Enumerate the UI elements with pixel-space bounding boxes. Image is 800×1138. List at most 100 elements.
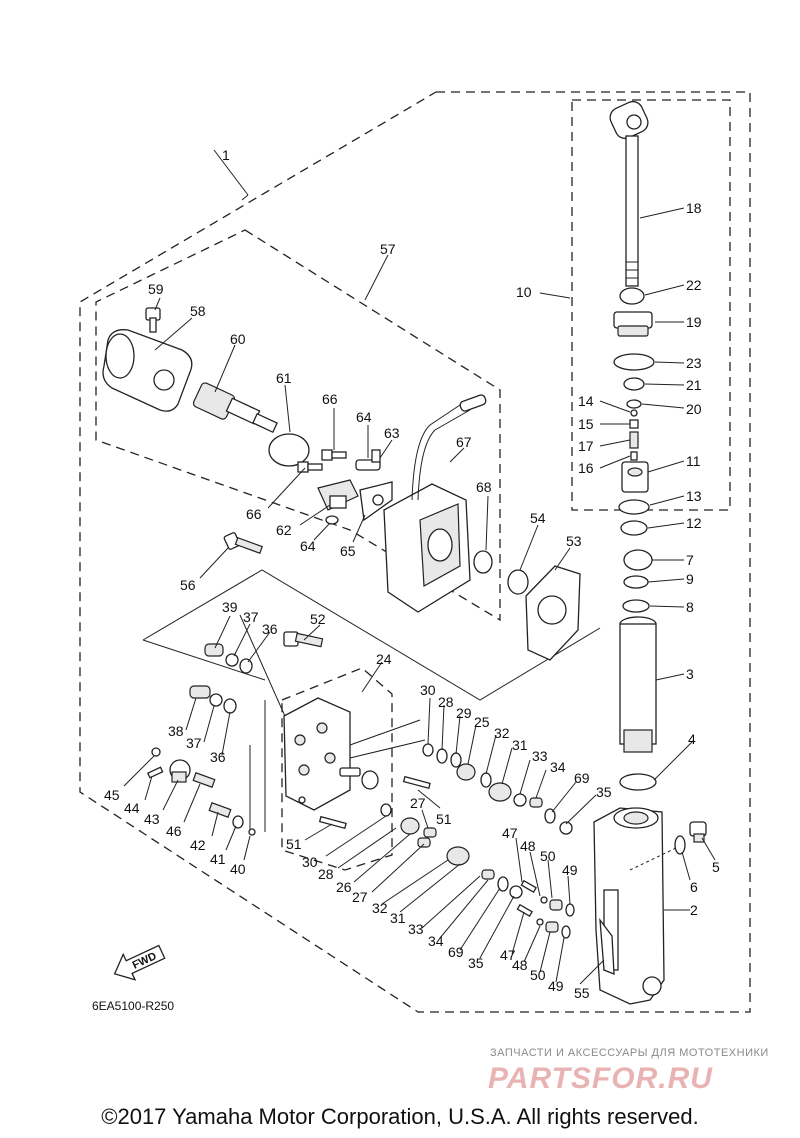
callout-34b[interactable]: 34 bbox=[428, 933, 444, 949]
callout-28a[interactable]: 28 bbox=[438, 694, 454, 710]
callout-1[interactable]: 1 bbox=[222, 147, 230, 163]
callout-20[interactable]: 20 bbox=[686, 401, 702, 417]
callout-10[interactable]: 10 bbox=[516, 284, 532, 300]
callout-38[interactable]: 38 bbox=[168, 723, 184, 739]
callout-48a[interactable]: 48 bbox=[520, 838, 536, 854]
pin-51-upper bbox=[402, 775, 431, 790]
callout-48b[interactable]: 48 bbox=[512, 957, 528, 973]
callout-69b[interactable]: 69 bbox=[448, 944, 464, 960]
callout-37a[interactable]: 37 bbox=[243, 609, 259, 625]
callout-28b[interactable]: 28 bbox=[318, 866, 334, 882]
callout-62[interactable]: 62 bbox=[276, 522, 292, 538]
callout-64a[interactable]: 64 bbox=[356, 409, 372, 425]
callout-50b[interactable]: 50 bbox=[530, 967, 546, 983]
callout-51b[interactable]: 51 bbox=[286, 836, 302, 852]
callout-11[interactable]: 11 bbox=[686, 453, 701, 469]
callout-68[interactable]: 68 bbox=[476, 479, 492, 495]
callout-19[interactable]: 19 bbox=[686, 314, 702, 330]
callout-34a[interactable]: 34 bbox=[550, 759, 566, 775]
callout-58[interactable]: 58 bbox=[190, 303, 206, 319]
callout-33a[interactable]: 33 bbox=[532, 748, 548, 764]
callout-30a[interactable]: 30 bbox=[420, 682, 436, 698]
callout-8[interactable]: 8 bbox=[686, 599, 694, 615]
washer-28-upper bbox=[436, 748, 448, 764]
callout-53[interactable]: 53 bbox=[566, 533, 582, 549]
callout-67[interactable]: 67 bbox=[456, 434, 472, 450]
spring-64-lower bbox=[325, 515, 339, 525]
callout-3[interactable]: 3 bbox=[686, 666, 694, 682]
callout-47a[interactable]: 47 bbox=[502, 825, 518, 841]
callout-27b[interactable]: 27 bbox=[352, 889, 368, 905]
callout-49b[interactable]: 49 bbox=[548, 978, 564, 994]
callout-26[interactable]: 26 bbox=[336, 879, 352, 895]
plug-43 bbox=[169, 759, 191, 783]
callout-64b[interactable]: 64 bbox=[300, 538, 316, 554]
callout-54[interactable]: 54 bbox=[530, 510, 546, 526]
callout-55[interactable]: 55 bbox=[574, 985, 590, 1001]
callout-49a[interactable]: 49 bbox=[562, 862, 578, 878]
callout-16[interactable]: 16 bbox=[578, 460, 594, 476]
callout-51a[interactable]: 51 bbox=[436, 811, 452, 827]
callout-36a[interactable]: 36 bbox=[262, 621, 278, 637]
callout-7[interactable]: 7 bbox=[686, 552, 694, 568]
callout-45[interactable]: 45 bbox=[104, 787, 120, 803]
callout-31a[interactable]: 31 bbox=[512, 737, 528, 753]
callout-27a[interactable]: 27 bbox=[410, 795, 426, 811]
callout-2[interactable]: 2 bbox=[690, 902, 698, 918]
ball-48-lower bbox=[536, 918, 544, 926]
callout-36b[interactable]: 36 bbox=[210, 749, 226, 765]
callout-29[interactable]: 29 bbox=[456, 705, 472, 721]
callout-14[interactable]: 14 bbox=[578, 393, 594, 409]
callout-33b[interactable]: 33 bbox=[408, 921, 424, 937]
ring-35-upper bbox=[559, 821, 573, 835]
callout-63[interactable]: 63 bbox=[384, 425, 400, 441]
washer-22 bbox=[619, 287, 645, 305]
callout-35b[interactable]: 35 bbox=[468, 955, 484, 971]
callout-42[interactable]: 42 bbox=[190, 837, 206, 853]
callout-5[interactable]: 5 bbox=[712, 859, 720, 875]
callout-69a[interactable]: 69 bbox=[574, 770, 590, 786]
fwd-arrow[interactable]: FWD bbox=[109, 939, 168, 986]
callout-44[interactable]: 44 bbox=[124, 800, 140, 816]
callout-60[interactable]: 60 bbox=[230, 331, 246, 347]
callout-12[interactable]: 12 bbox=[686, 515, 702, 531]
callout-40[interactable]: 40 bbox=[230, 861, 246, 877]
callout-9[interactable]: 9 bbox=[686, 571, 694, 587]
callout-37b[interactable]: 37 bbox=[186, 735, 202, 751]
callout-22[interactable]: 22 bbox=[686, 277, 702, 293]
callout-32b[interactable]: 32 bbox=[372, 900, 388, 916]
callout-4[interactable]: 4 bbox=[688, 731, 696, 747]
callout-6[interactable]: 6 bbox=[690, 879, 698, 895]
callout-39[interactable]: 39 bbox=[222, 599, 238, 615]
ball-14 bbox=[630, 409, 638, 417]
callout-47b[interactable]: 47 bbox=[500, 947, 516, 963]
callout-18[interactable]: 18 bbox=[686, 200, 702, 216]
pin-15 bbox=[629, 419, 639, 429]
callout-66b[interactable]: 66 bbox=[246, 506, 262, 522]
bolt-52 bbox=[283, 631, 324, 648]
callout-56[interactable]: 56 bbox=[180, 577, 196, 593]
callout-21[interactable]: 21 bbox=[686, 377, 702, 393]
callout-31b[interactable]: 31 bbox=[390, 910, 406, 926]
callout-25[interactable]: 25 bbox=[474, 714, 490, 730]
spring-50-upper bbox=[549, 899, 563, 911]
callout-30b[interactable]: 30 bbox=[302, 854, 318, 870]
callout-24[interactable]: 24 bbox=[376, 651, 392, 667]
callout-50a[interactable]: 50 bbox=[540, 848, 556, 864]
callout-66a[interactable]: 66 bbox=[322, 391, 338, 407]
callout-41[interactable]: 41 bbox=[210, 851, 226, 867]
callout-57[interactable]: 57 bbox=[380, 241, 396, 257]
callout-61[interactable]: 61 bbox=[276, 370, 292, 386]
callout-43[interactable]: 43 bbox=[144, 811, 160, 827]
assembly-24-boundary bbox=[281, 667, 393, 871]
callout-15[interactable]: 15 bbox=[578, 416, 594, 432]
callout-35a[interactable]: 35 bbox=[596, 784, 612, 800]
callout-52[interactable]: 52 bbox=[310, 611, 326, 627]
callout-23[interactable]: 23 bbox=[686, 355, 702, 371]
callout-65[interactable]: 65 bbox=[340, 543, 356, 559]
callout-13[interactable]: 13 bbox=[686, 488, 702, 504]
callout-32a[interactable]: 32 bbox=[494, 725, 510, 741]
callout-17[interactable]: 17 bbox=[578, 438, 594, 454]
callout-46[interactable]: 46 bbox=[166, 823, 182, 839]
callout-59[interactable]: 59 bbox=[148, 281, 164, 297]
